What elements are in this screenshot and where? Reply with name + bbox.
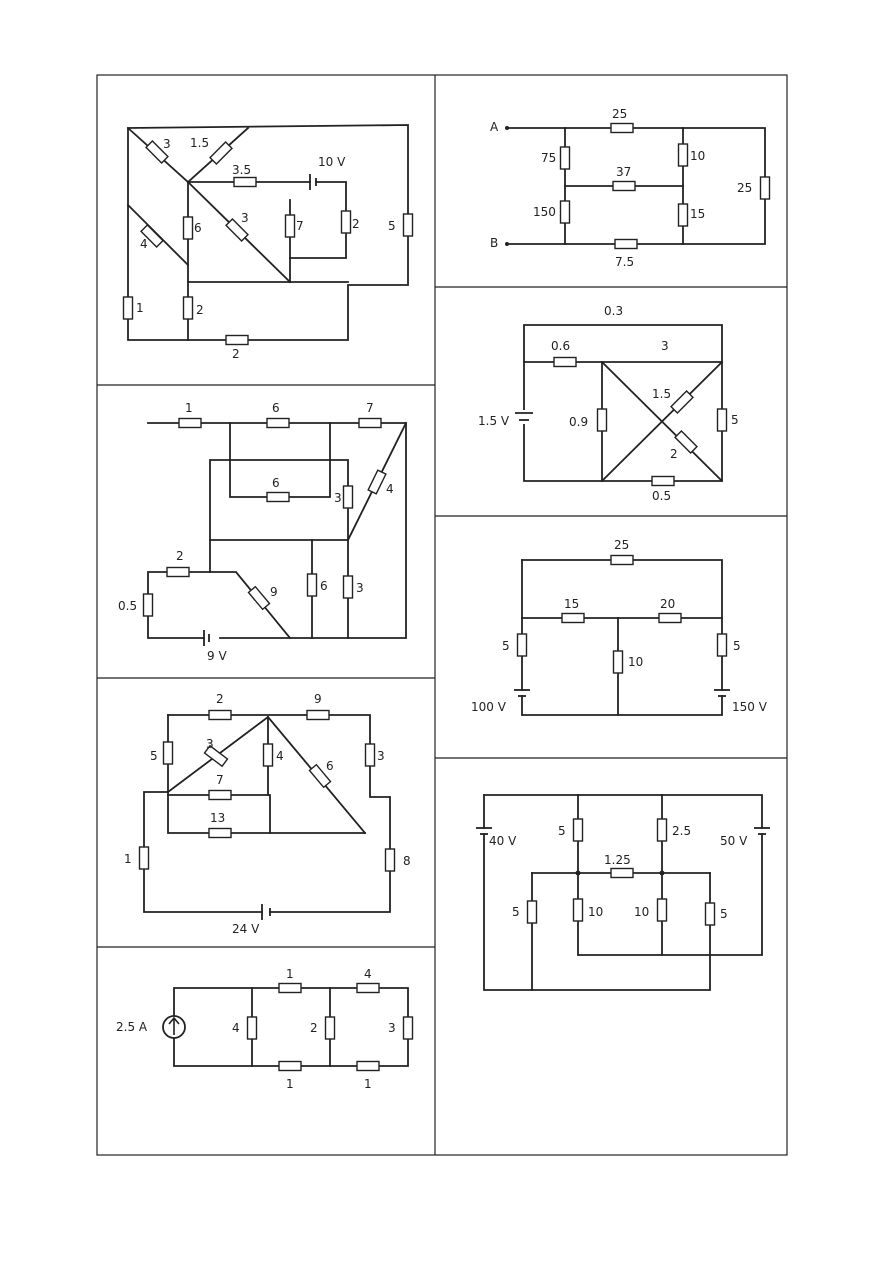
c6-label: 8 xyxy=(403,854,411,868)
c4-label: 6 xyxy=(320,579,328,593)
c6-label: 1 xyxy=(124,852,132,866)
c3-label: 0.5 xyxy=(652,489,671,503)
c8-label: 2 xyxy=(310,1021,318,1035)
circuit-3: 0.3 0.6 3 1.5 1.5 V 0.9 5 2 0.5 xyxy=(478,304,739,503)
c6-label: 9 xyxy=(314,692,322,706)
c8-label: 3 xyxy=(388,1021,396,1035)
c8-label: 1 xyxy=(286,1077,294,1091)
circuit-4: 1 6 7 6 3 4 2 9 6 3 0.5 9 V xyxy=(118,401,408,663)
c1-label: 7 xyxy=(296,219,304,233)
c5-label: 100 V xyxy=(471,700,507,714)
c3-label: 1.5 xyxy=(652,387,671,401)
c2-label: A xyxy=(490,120,499,134)
c1-label: 3 xyxy=(241,211,249,225)
c2-label: 75 xyxy=(541,151,556,165)
c5-label: 5 xyxy=(502,639,510,653)
c1-label: 4 xyxy=(140,237,148,251)
c3-label: 0.6 xyxy=(551,339,570,353)
c7-label: 40 V xyxy=(489,834,517,848)
c1-label: 2 xyxy=(352,217,360,231)
c2-label: B xyxy=(490,236,498,250)
c1-label: 2 xyxy=(232,347,240,361)
c6-label: 3 xyxy=(377,749,385,763)
c6-label: 6 xyxy=(326,759,334,773)
c6-label: 13 xyxy=(210,811,225,825)
c7-label: 10 xyxy=(634,905,649,919)
c2-label: 10 xyxy=(690,149,705,163)
c5-label: 5 xyxy=(733,639,741,653)
c4-label: 9 V xyxy=(207,649,227,663)
grid-frame xyxy=(96,74,788,1156)
circuit-1: 3 1.5 3.5 10 V 6 3 7 2 5 4 1 2 2 xyxy=(122,124,414,361)
c8-label: 4 xyxy=(364,967,372,981)
c4-label: 9 xyxy=(270,585,278,599)
circuit-5: 25 15 20 5 10 5 100 V 150 V xyxy=(471,538,768,716)
c7-label: 50 V xyxy=(720,834,748,848)
c6-label: 5 xyxy=(150,749,158,763)
c2-label: 25 xyxy=(737,181,752,195)
c3-label: 3 xyxy=(661,339,669,353)
c2-label: 15 xyxy=(690,207,705,221)
c1-label: 2 xyxy=(196,303,204,317)
c3-label: 5 xyxy=(731,413,739,427)
c1-label: 3.5 xyxy=(232,163,251,177)
c8-label: 4 xyxy=(232,1021,240,1035)
c1-label: 1 xyxy=(136,301,144,315)
c6-label: 4 xyxy=(276,749,284,763)
c4-label: 2 xyxy=(176,549,184,563)
c5-label: 10 xyxy=(628,655,643,669)
c3-label: 0.3 xyxy=(604,304,623,318)
c3-label: 0.9 xyxy=(569,415,588,429)
c2-label: 150 xyxy=(533,205,556,219)
c4-label: 0.5 xyxy=(118,599,137,613)
c7-label: 1.25 xyxy=(604,853,631,867)
c8-label: 1 xyxy=(364,1077,372,1091)
c6-label: 2 xyxy=(216,692,224,706)
c6-label: 7 xyxy=(216,773,224,787)
c5-label: 25 xyxy=(614,538,629,552)
circuit-7: 5 2.5 40 V 50 V 1.25 5 10 10 5 xyxy=(476,794,770,991)
c4-label: 3 xyxy=(356,581,364,595)
c4-label: 7 xyxy=(366,401,374,415)
c4-label: 4 xyxy=(386,482,394,496)
c6-label: 24 V xyxy=(232,922,260,936)
c5-label: 20 xyxy=(660,597,675,611)
c1-label: 6 xyxy=(194,221,202,235)
circuit-2: A B 25 75 37 10 25 150 15 7.5 xyxy=(490,107,771,269)
c4-label: 6 xyxy=(272,476,280,490)
c8-label: 2.5 A xyxy=(116,1020,148,1034)
c1-label: 10 V xyxy=(318,155,346,169)
circuit-8: 1 4 2.5 A 4 2 3 1 1 xyxy=(116,967,414,1091)
c6-label: 3 xyxy=(206,737,214,751)
c7-label: 2.5 xyxy=(672,824,691,838)
c4-label: 6 xyxy=(272,401,280,415)
circuit-6: 2 9 5 3 4 6 3 7 13 1 8 24 V xyxy=(124,692,411,936)
c5-label: 15 xyxy=(564,597,579,611)
c2-label: 37 xyxy=(616,165,631,179)
c3-label: 1.5 V xyxy=(478,414,510,428)
c2-label: 7.5 xyxy=(615,255,634,269)
c5-label: 150 V xyxy=(732,700,768,714)
c1-label: 5 xyxy=(388,219,396,233)
c7-label: 5 xyxy=(720,907,728,921)
c8-label: 1 xyxy=(286,967,294,981)
c4-label: 3 xyxy=(334,491,342,505)
c7-label: 10 xyxy=(588,905,603,919)
c7-label: 5 xyxy=(512,905,520,919)
c1-label: 1.5 xyxy=(190,136,209,150)
c2-label: 25 xyxy=(612,107,627,121)
c3-label: 2 xyxy=(670,447,678,461)
c7-label: 5 xyxy=(558,824,566,838)
c1-label: 3 xyxy=(163,137,171,151)
c4-label: 1 xyxy=(185,401,193,415)
